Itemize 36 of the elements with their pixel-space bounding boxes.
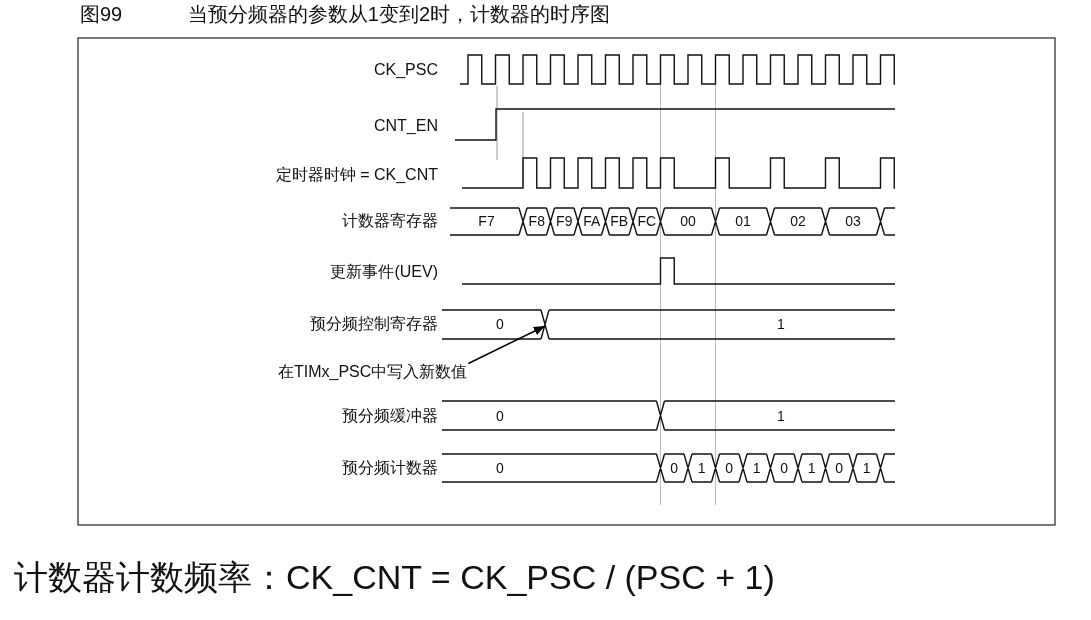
bus-value: 0 — [496, 460, 504, 476]
bus-value: 1 — [777, 408, 785, 424]
signal-label: 预分频计数器 — [342, 457, 438, 478]
signal-label: 定时器时钟 = CK_CNT — [275, 164, 438, 185]
annotation-text: 在TIMx_PSC中写入新数值 — [278, 361, 468, 383]
signal-label: 更新事件(UEV) — [330, 261, 438, 282]
signal-label: 计数器寄存器 — [342, 210, 438, 231]
signal-label: CNT_EN — [374, 117, 438, 135]
signal-label: 预分频控制寄存器 — [310, 313, 438, 334]
leader-line — [467, 325, 545, 365]
bus-value: FA — [583, 213, 601, 229]
bus-value: 1 — [752, 460, 761, 476]
bus-value: 0 — [496, 408, 504, 424]
bus-value: 0 — [780, 460, 789, 476]
bus-value: 1 — [862, 460, 871, 476]
bus-value: 01 — [735, 213, 751, 229]
signal-label: CK_PSC — [373, 61, 438, 79]
bus-value: 0 — [670, 460, 679, 476]
bus-value: 1 — [807, 460, 816, 476]
bus-value: 00 — [680, 213, 696, 229]
bus-value: 0 — [496, 316, 504, 332]
bus-value: 03 — [845, 213, 861, 229]
bus-transition — [540, 309, 550, 340]
bus-value: 1 — [777, 316, 785, 332]
signal-label: 预分频缓冲器 — [342, 405, 438, 426]
bus-value: F7 — [478, 213, 495, 229]
bus-value: F8 — [528, 213, 545, 229]
caption: 计数器计数频率：CK_CNT = CK_PSC / (PSC + 1) — [14, 557, 775, 598]
bus-value: 0 — [835, 460, 844, 476]
bus-value: FC — [637, 213, 657, 229]
bus-value: 1 — [697, 460, 706, 476]
bus-value: FB — [610, 213, 629, 229]
bus-value: 0 — [725, 460, 734, 476]
bus-value: 02 — [790, 213, 806, 229]
bus-value: F9 — [556, 213, 573, 229]
figure-title: 图99 当预分频器的参数从1变到2时，计数器的时序图 — [80, 1, 611, 27]
